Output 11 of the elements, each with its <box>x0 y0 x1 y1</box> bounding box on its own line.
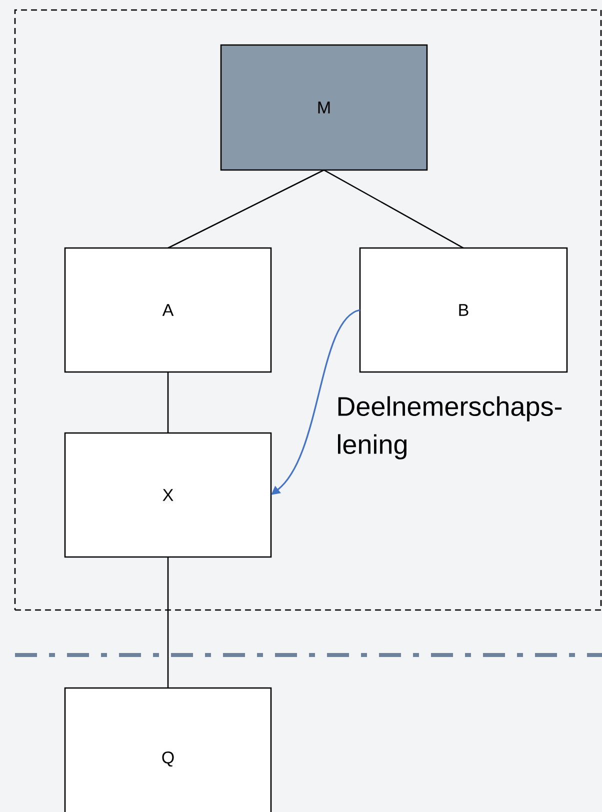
connector-line <box>167 557 169 688</box>
entity-box: A <box>64 247 272 373</box>
group-frame <box>14 9 602 611</box>
connector-line <box>168 169 324 249</box>
entity-box: Q <box>64 687 272 812</box>
entity-box: M <box>220 44 428 171</box>
entity-box: X <box>64 432 272 558</box>
connector-line <box>167 372 169 433</box>
edge-label: Deelnemerschaps- lening <box>338 396 562 460</box>
entity-box: B <box>359 247 568 373</box>
connector-line <box>324 169 464 249</box>
